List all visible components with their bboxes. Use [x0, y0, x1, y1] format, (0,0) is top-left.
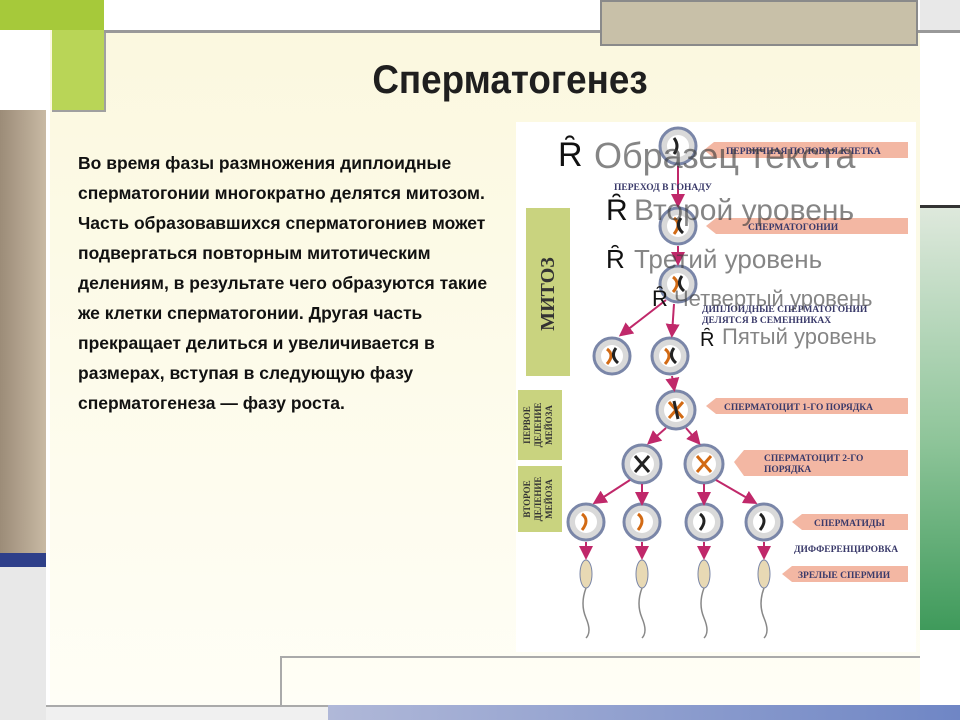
- spermatogenesis-diagram: МИТОЗ ПЕРВОЕ ДЕЛЕНИЕ МЕЙОЗА ВТОРОЕ ДЕЛЕН…: [516, 122, 916, 652]
- mitosis-side-label: МИТОЗ: [526, 208, 570, 376]
- decor-right-green: [920, 205, 960, 630]
- label-diploid-line1: ДИПЛОИДНЫЕ СПЕРМАТОГОНИИ: [702, 305, 868, 315]
- placeholder-overlay: Ȓ Образец текста Ȓ Второй уровень Ȓ Трет…: [558, 135, 877, 351]
- first-meiosis-l1: ПЕРВОЕ: [522, 406, 532, 444]
- sperm-4: [757, 559, 771, 639]
- cell-spermatocyte-2-left: [621, 443, 663, 485]
- label-spermatocyte-1-text: СПЕРМАТОЦИТ 1-ГО ПОРЯДКА: [724, 403, 873, 413]
- label-to-gonad: ПЕРЕХОД В ГОНАДУ: [614, 183, 712, 193]
- decor-top-right-corner: [920, 0, 960, 30]
- label-spermatids-text: СПЕРМАТИДЫ: [814, 519, 885, 529]
- label-mature: ЗРЕЛЫЕ СПЕРМИИ: [782, 566, 908, 582]
- cell-spermatogonium-right: [650, 336, 690, 376]
- second-meiosis-side-label: ВТОРОЕ ДЕЛЕНИЕ МЕЙОЗА: [518, 466, 562, 532]
- label-spermatogonia: СПЕРМАТОГОНИИ: [706, 218, 908, 234]
- placeholder-level-4: Четвертый уровень: [674, 286, 872, 311]
- sperm-3: [697, 559, 711, 639]
- cell-spermatocyte-1: [655, 389, 697, 431]
- sperm-1: [579, 559, 593, 639]
- slide-title: Сперматогенез: [372, 58, 648, 102]
- label-spermatogonia-text: СПЕРМАТОГОНИИ: [748, 223, 839, 233]
- first-meiosis-side-label: ПЕРВОЕ ДЕЛЕНИЕ МЕЙОЗА: [518, 390, 562, 460]
- placeholder-level-1: Образец текста: [594, 135, 856, 176]
- diagram-arrows: [579, 166, 771, 560]
- second-meiosis-l3: МЕЙОЗА: [544, 479, 554, 519]
- label-spermatocyte-2-line1: СПЕРМАТОЦИТ 2-ГО: [764, 454, 863, 464]
- first-meiosis-l3: МЕЙОЗА: [544, 405, 554, 445]
- mitosis-label: МИТОЗ: [537, 257, 559, 331]
- cell-spermatogonium-2: [658, 264, 698, 304]
- cell-primary: [658, 126, 698, 166]
- decor-bottom-bar: [328, 705, 960, 720]
- cell-spermatid-3: [684, 502, 724, 542]
- label-diploid-line2: ДЕЛЯТСЯ В СЕМЕННИКАХ: [702, 316, 831, 326]
- cell-spermatid-2: [622, 502, 662, 542]
- decor-left-lower: [0, 567, 46, 720]
- slide-body-text: Во время фазы размножения диплоидные спе…: [78, 153, 488, 413]
- label-spermatocyte-2: СПЕРМАТОЦИТ 2-ГО ПОРЯДКА: [734, 450, 908, 476]
- decor-bottom-left: [46, 705, 328, 720]
- label-mature-text: ЗРЕЛЫЕ СПЕРМИИ: [798, 571, 891, 581]
- placeholder-level-2: Второй уровень: [634, 194, 854, 227]
- second-meiosis-l2: ДЕЛЕНИЕ: [533, 477, 543, 522]
- decor-left-blue: [0, 553, 46, 567]
- bullet-icon: Ȓ: [606, 193, 628, 227]
- decor-top-line: [104, 30, 960, 33]
- cell-spermatogonium-1: [658, 206, 698, 246]
- decor-green-bar: [0, 0, 104, 30]
- bullet-icon: Ȓ: [558, 136, 583, 174]
- decor-right-line: [920, 205, 960, 208]
- placeholder-level-5: Пятый уровень: [722, 324, 877, 349]
- cell-spermatocyte-2-right: [683, 443, 725, 485]
- label-spermatocyte-2-line2: ПОРЯДКА: [764, 465, 811, 475]
- cell-spermatid-4: [744, 502, 784, 542]
- label-spermatids: СПЕРМАТИДЫ: [792, 514, 908, 530]
- decor-bottom-frame: [280, 656, 920, 720]
- label-primary-cell-text: ПЕРВИЧНАЯ ПОЛОВАЯ КЛЕТКА: [726, 147, 881, 157]
- bullet-icon: Ȓ: [700, 327, 714, 351]
- sperm-2: [635, 559, 649, 639]
- label-spermatocyte-1: СПЕРМАТОЦИТ 1-ГО ПОРЯДКА: [706, 398, 908, 414]
- second-meiosis-l1: ВТОРОЕ: [522, 480, 532, 517]
- cell-spermatogonium-left: [592, 336, 632, 376]
- first-meiosis-l2: ДЕЛЕНИЕ: [533, 403, 543, 448]
- diagram-svg: МИТОЗ ПЕРВОЕ ДЕЛЕНИЕ МЕЙОЗА ВТОРОЕ ДЕЛЕН…: [518, 126, 908, 639]
- cell-spermatid-1: [566, 502, 606, 542]
- bullet-icon: Ȓ: [652, 285, 668, 311]
- decor-left-strip: [0, 110, 46, 560]
- bullet-icon: Ȓ: [606, 244, 625, 274]
- decor-top-right-box: [600, 0, 918, 46]
- label-differentiation: ДИФФЕРЕНЦИРОВКА: [794, 545, 898, 555]
- placeholder-level-3: Третий уровень: [634, 244, 822, 274]
- decor-green-square: [52, 30, 106, 112]
- label-primary-cell: ПЕРВИЧНАЯ ПОЛОВАЯ КЛЕТКА: [704, 142, 908, 158]
